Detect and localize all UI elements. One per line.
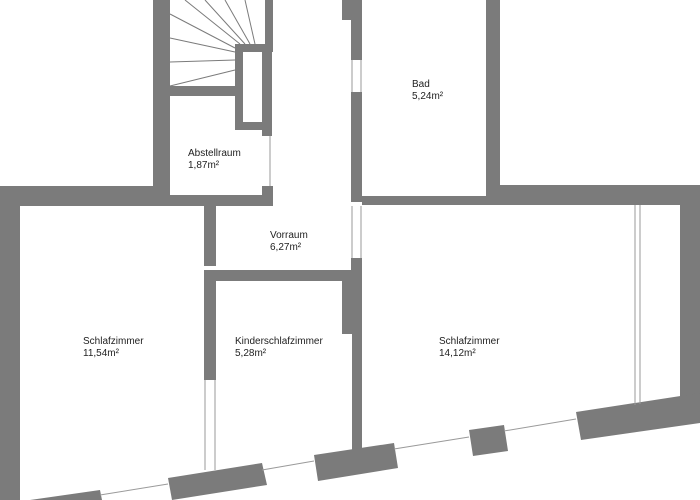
wall [486,0,500,205]
wall [469,425,508,456]
room-name-bad: Bad [412,79,430,90]
window [261,460,315,471]
wall [576,393,700,440]
wall [30,490,102,500]
wall [351,258,362,278]
window [99,483,169,496]
wall [0,186,170,206]
room-name-abstellraum: Abstellraum [188,148,241,159]
wall [362,196,500,205]
room-area-bad: 5,24m² [412,91,444,102]
wall [486,185,700,205]
wall [351,0,362,60]
wall [204,195,218,206]
wall [235,122,272,130]
room-name-vorraum: Vorraum [270,230,308,241]
wall [0,186,20,500]
wall [262,186,273,206]
room-area-schlafzimmer-1: 11,54m² [83,348,120,359]
wall [314,443,398,481]
wall [170,195,273,206]
wall [351,92,362,202]
wall [265,0,273,48]
room-area-abstellraum: 1,87m² [188,160,220,171]
wall [204,276,216,380]
wall [204,206,216,266]
wall [342,270,362,334]
wall [168,463,267,500]
wall [170,86,243,96]
staircase [169,0,256,87]
room-area-vorraum: 6,27m² [270,242,302,253]
wall [235,44,273,52]
wall [352,330,362,450]
window [393,436,470,450]
room-name-schlafzimmer-2: Schlafzimmer [439,336,500,347]
wall [204,270,362,281]
room-name-kinderschlafzimmer: Kinderschlafzimmer [235,336,323,347]
window [503,418,577,432]
room-area-schlafzimmer-2: 14,12m² [439,348,476,359]
room-area-kinderschlafzimmer: 5,28m² [235,348,267,359]
wall [262,44,272,136]
wall [153,0,170,206]
wall [680,185,700,403]
room-name-schlafzimmer-1: Schlafzimmer [83,336,144,347]
